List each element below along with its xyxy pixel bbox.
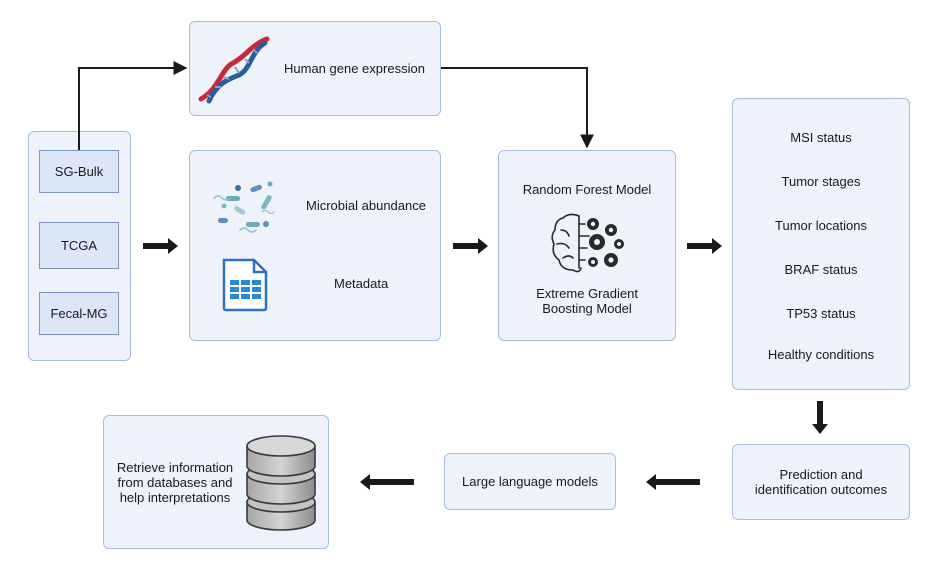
llm-label: Large language models — [462, 474, 598, 489]
source-label: TCGA — [60, 238, 98, 253]
arrow-llm-to-retrieve — [360, 474, 414, 490]
prediction-label: Prediction and identification outcomes — [754, 467, 888, 497]
gene-expression-label: Human gene expression — [284, 61, 425, 76]
source-sg-bulk: SG-Bulk — [39, 150, 119, 193]
arrow-outcomes-to-prediction — [812, 401, 828, 434]
brain-gears-icon — [551, 213, 624, 273]
connector-gene-to-models — [441, 67, 594, 149]
models-box — [498, 150, 676, 341]
microbial-abundance-label: Microbial abundance — [306, 198, 426, 213]
source-label: SG-Bulk — [54, 164, 104, 179]
llm-box — [444, 453, 616, 510]
spreadsheet-icon — [222, 258, 268, 312]
xgboost-label: Extreme Gradient Boosting Model — [536, 286, 638, 316]
source-label: Fecal-MG — [50, 306, 108, 321]
random-forest-label: Random Forest Model — [522, 182, 652, 197]
dna-icon — [198, 36, 270, 104]
arrow-models-to-outcomes — [687, 238, 722, 254]
connector-sources-to-gene — [78, 61, 188, 150]
source-tcga: TCGA — [39, 222, 119, 269]
arrow-features-to-models — [453, 238, 488, 254]
outcome-item: BRAF status — [784, 262, 858, 277]
arrow-prediction-to-llm — [646, 474, 700, 490]
source-fecal-mg: Fecal-MG — [39, 292, 119, 335]
outcomes-box — [732, 98, 910, 390]
prediction-box — [732, 444, 910, 520]
retrieve-label: Retrieve information from databases and … — [116, 460, 234, 505]
database-icon — [246, 435, 316, 531]
outcome-item: Tumor locations — [775, 218, 867, 233]
outcome-item: TP53 status — [786, 306, 856, 321]
outcome-item: Healthy conditions — [767, 347, 875, 362]
gene-expression-box — [189, 21, 441, 116]
arrow-sources-to-features — [143, 238, 178, 254]
outcome-item: Tumor stages — [781, 174, 861, 189]
bacteria-icon — [213, 181, 275, 233]
metadata-label: Metadata — [334, 276, 389, 291]
outcome-item: MSI status — [790, 130, 852, 145]
